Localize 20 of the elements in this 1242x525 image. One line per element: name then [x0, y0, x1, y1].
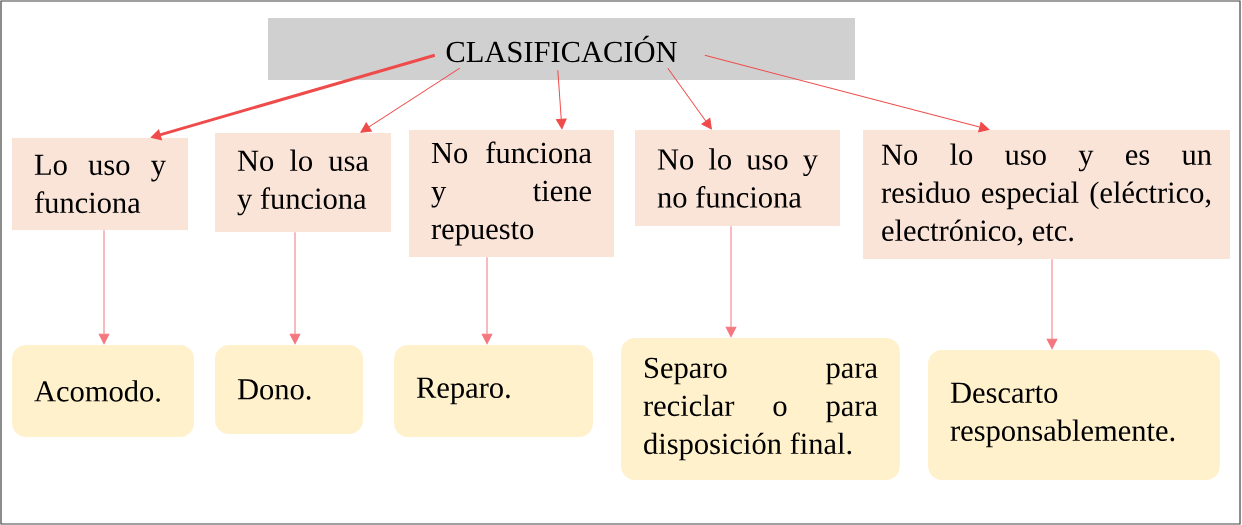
arrow — [1046, 258, 1058, 350]
arrow — [98, 229, 110, 345]
arrow — [481, 256, 493, 345]
category-box: No lo uso y es un residuo especial (eléctrico, electrónico, etc. — [863, 130, 1230, 259]
action-box: Separo para reciclar o para disposición final. — [621, 338, 900, 480]
category-box: Lo uso y funciona — [12, 138, 188, 230]
action-box: Dono. — [215, 345, 363, 434]
action-box: Reparo. — [394, 345, 593, 437]
arrow — [704, 54, 990, 133]
category-box: No lo usa y funciona — [215, 133, 391, 232]
arrow — [289, 231, 301, 345]
title-box: CLASIFICACIÓN — [268, 18, 855, 80]
arrow — [555, 69, 567, 130]
arrow — [667, 67, 712, 130]
arrow — [725, 225, 737, 338]
action-box: Descarto responsablemente. — [928, 350, 1220, 480]
category-box: No lo uso y no funciona — [635, 130, 840, 226]
category-box: No funciona y tiene repuesto — [409, 130, 614, 257]
arrow — [360, 67, 461, 133]
action-box: Acomodo. — [12, 345, 194, 437]
